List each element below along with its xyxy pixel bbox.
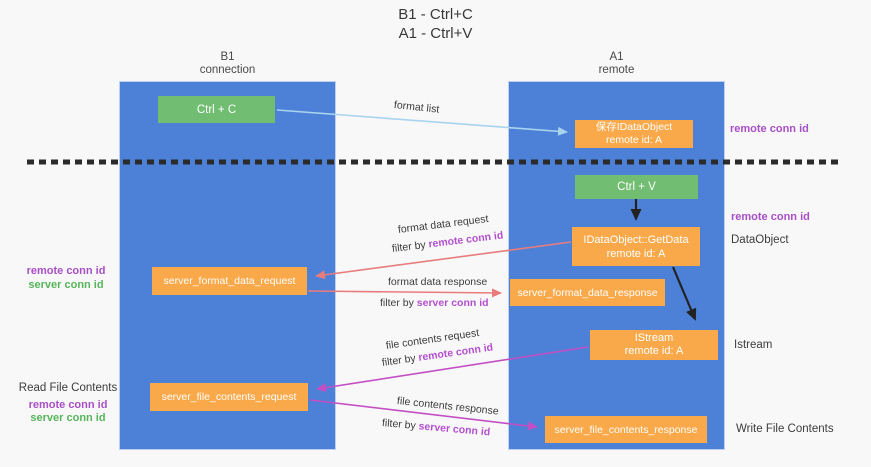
format-list-arrow-label: format list [393, 99, 440, 116]
read-file-contents-label: Read File Contents [18, 382, 118, 394]
column-a1-role: remote [598, 64, 635, 76]
write-file-contents-label: Write File Contents [736, 423, 834, 435]
left-conn-id-labels-top: remote conn id server conn id [20, 265, 112, 292]
remote-conn-id-label-left-bottom: remote conn id [28, 399, 108, 411]
istream-side-label: Istream [734, 339, 773, 351]
save-idataobject-line2: remote id: A [605, 134, 663, 146]
remote-conn-id-label-left-top: remote conn id [26, 265, 106, 277]
server-format-data-response-box: server_format_data_response [510, 279, 665, 306]
server-file-contents-response-box: server_file_contents_response [545, 416, 707, 443]
server-format-data-request-box: server_format_data_request [152, 267, 307, 295]
remote-conn-id-highlight: remote conn id [427, 229, 504, 251]
column-a1-name: A1 [609, 51, 624, 63]
format-data-response-filter-label: filter by server conn id [380, 297, 489, 309]
format-data-response-arrow [307, 288, 502, 298]
save-idataobject-line1: 保存IDataObject [595, 121, 673, 133]
file-contents-response-arrow-label: file contents response [396, 395, 500, 418]
title-line-2: A1 - Ctrl+V [398, 25, 473, 42]
server-conn-id-label-left-bottom: server conn id [30, 412, 106, 424]
column-b1-name: B1 [220, 51, 235, 63]
idataobject-getdata-line2: remote id: A [606, 247, 666, 260]
column-header-a1: A1 remote [508, 51, 725, 77]
column-b1-role: connection [199, 64, 256, 76]
idataobject-getdata-line1: IDataObject::GetData [583, 233, 689, 246]
server-conn-id-highlight: server conn id [418, 420, 491, 439]
filter-by-text: filter by [381, 417, 420, 433]
istream-box: IStream remote id: A [590, 330, 718, 360]
istream-line1: IStream [634, 332, 674, 344]
server-format-data-response-label: server_format_data_response [517, 286, 658, 299]
server-conn-id-label-left-top: server conn id [28, 278, 104, 291]
server-file-contents-request-box: server_file_contents_request [150, 383, 308, 411]
diagram-title: B1 - Ctrl+C A1 - Ctrl+V [0, 5, 871, 43]
file-contents-response-filter-label: filter by server conn id [381, 417, 490, 438]
istream-line2: remote id: A [624, 345, 684, 357]
save-idataobject-box: 保存IDataObject remote id: A [575, 120, 693, 148]
dataobject-label: DataObject [731, 234, 789, 246]
left-conn-id-labels-bottom: Read File Contents remote conn id server… [18, 382, 118, 425]
format-data-response-arrow-label: format data response [388, 276, 488, 288]
idataobject-getdata-box: IDataObject::GetData remote id: A [572, 227, 700, 266]
ctrl-c-box: Ctrl + C [158, 96, 275, 123]
remote-conn-id-label-right-top: remote conn id [730, 123, 809, 135]
remote-conn-id-label-right-mid: remote conn id [731, 211, 810, 223]
server-format-data-request-label: server_format_data_request [163, 275, 296, 287]
server-file-contents-response-label: server_file_contents_response [554, 423, 698, 436]
ctrl-c-label: Ctrl + C [196, 103, 237, 116]
column-header-b1: B1 connection [119, 51, 336, 77]
title-line-1: B1 - Ctrl+C [398, 6, 473, 23]
filter-by-text: filter by [391, 238, 430, 255]
ctrl-v-box: Ctrl + V [575, 175, 698, 199]
ctrl-v-label: Ctrl + V [617, 181, 656, 193]
server-conn-id-highlight: server conn id [416, 297, 489, 309]
server-file-contents-request-label: server_file_contents_request [161, 391, 297, 403]
filter-by-text: filter by [381, 351, 420, 369]
filter-by-text: filter by [380, 297, 417, 309]
